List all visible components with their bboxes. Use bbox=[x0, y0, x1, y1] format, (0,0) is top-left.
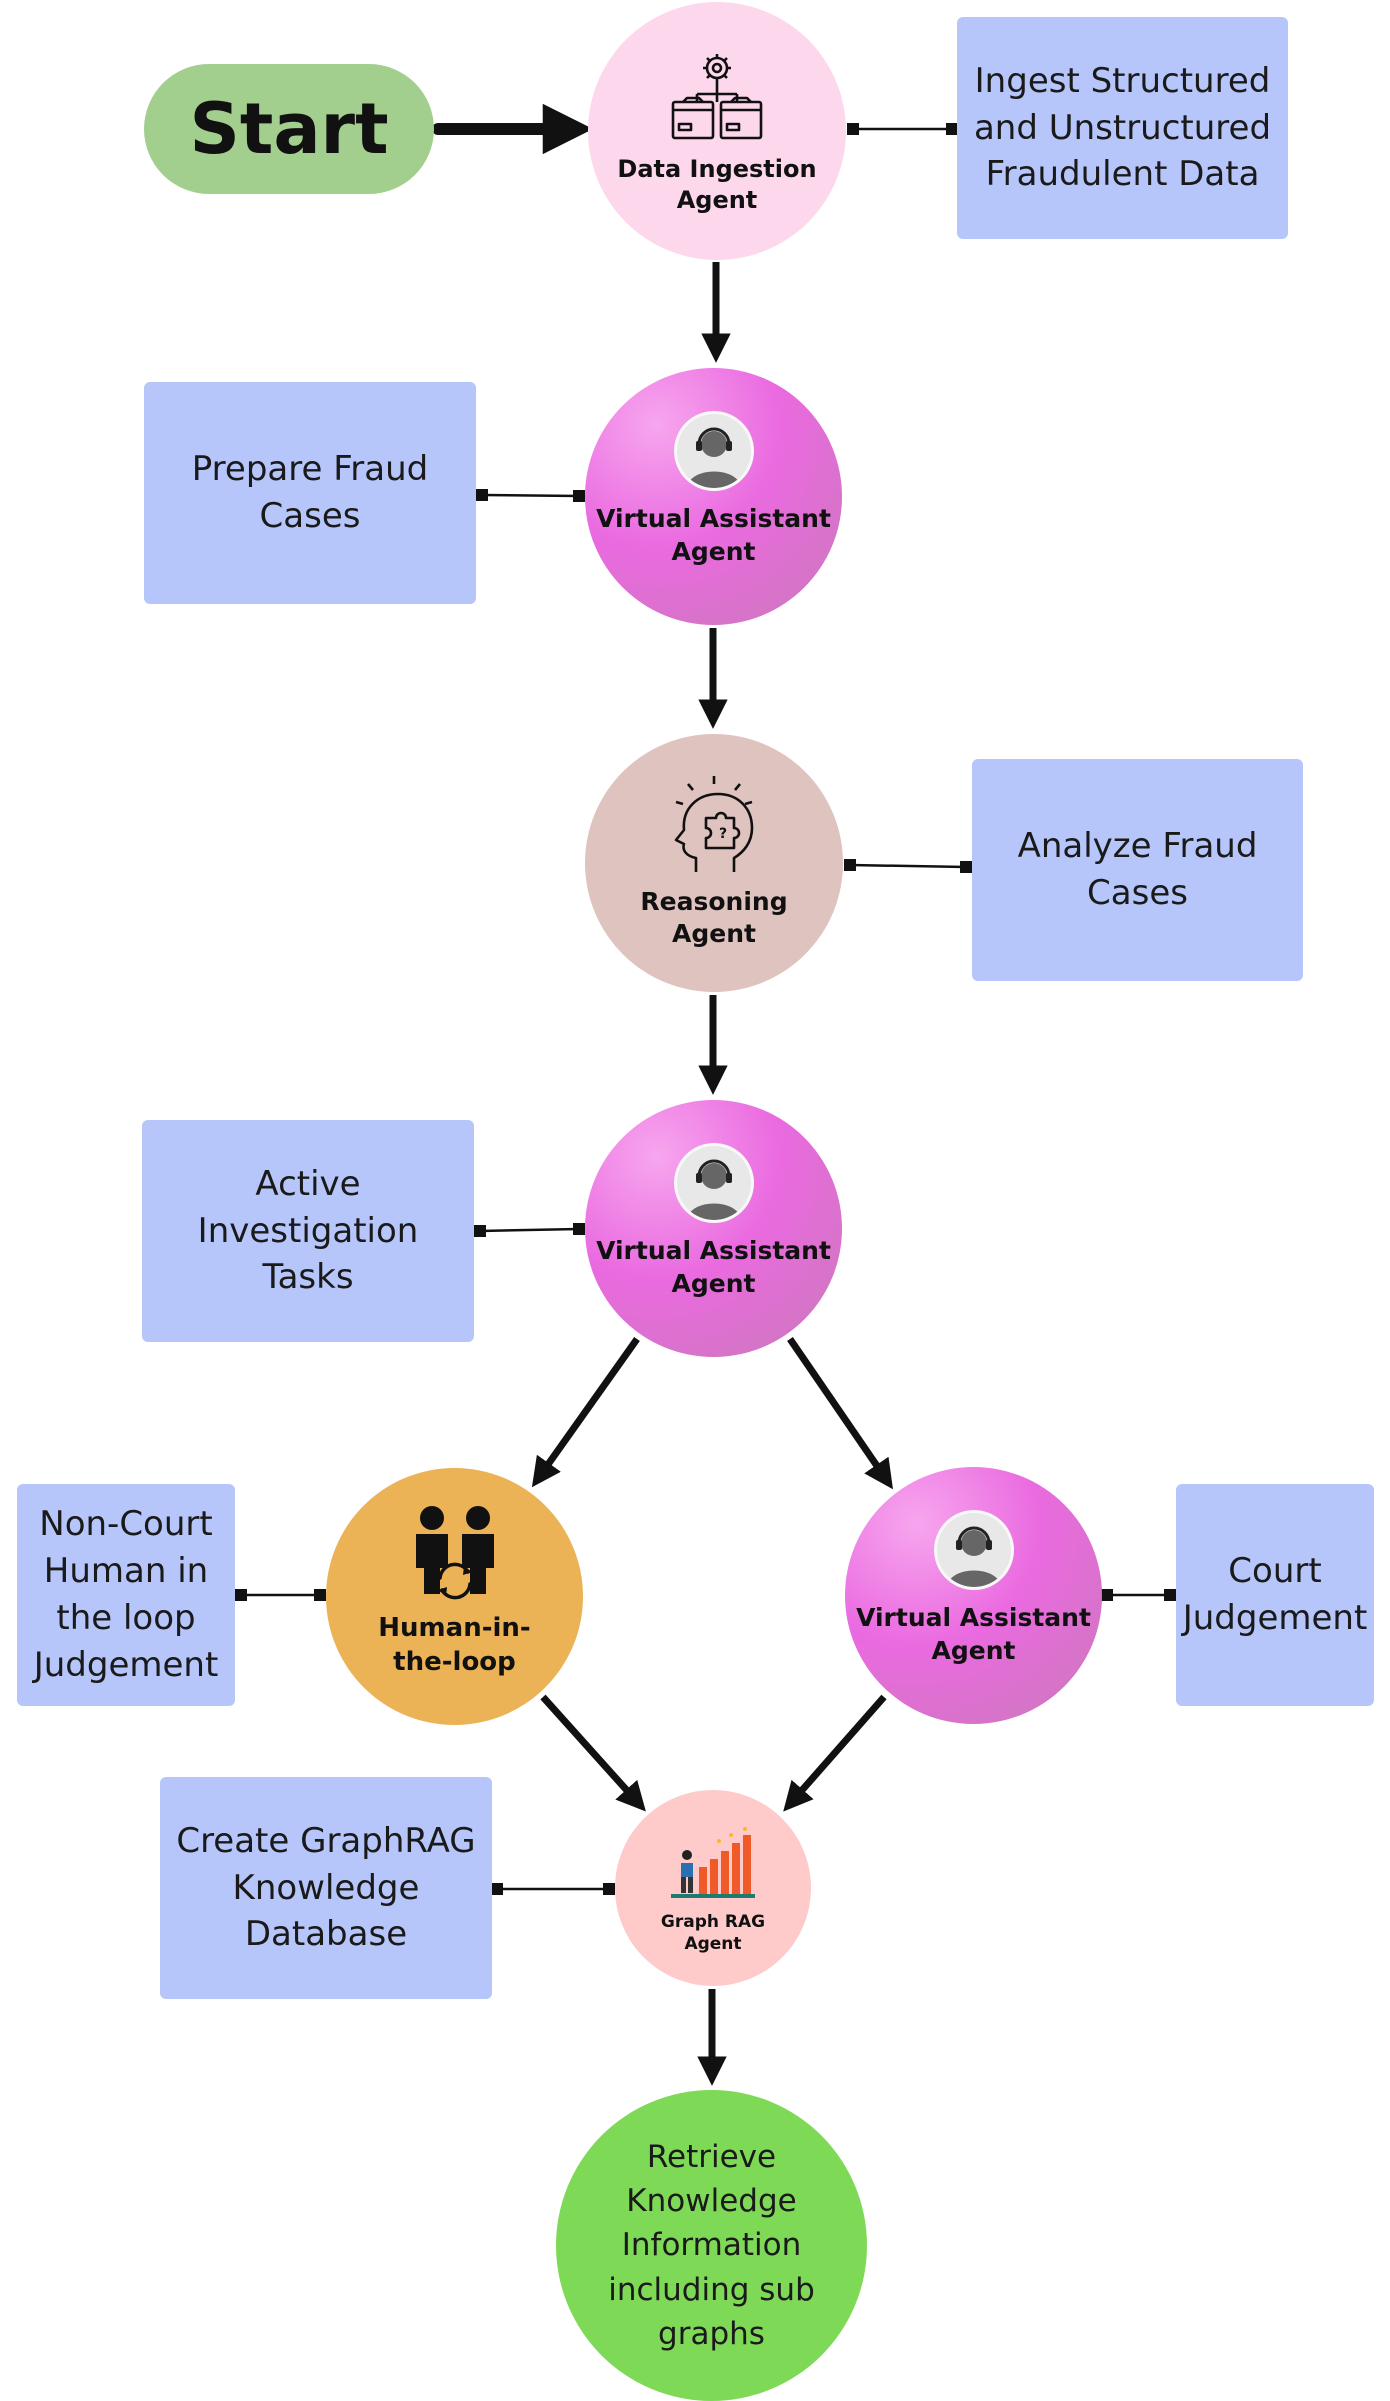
arrow-va2-to-human bbox=[531, 1336, 640, 1488]
task-box-ingest: Ingest Structured and Unstructured Fraud… bbox=[957, 17, 1288, 239]
end-line-3: Information bbox=[621, 2227, 802, 2264]
data-ingestion-label-1: Data Ingestion bbox=[617, 154, 817, 183]
end-line-5: graphs bbox=[658, 2315, 765, 2352]
non-court-line-1: Non-Court bbox=[39, 1504, 213, 1545]
task-box-active: Active Investigation Tasks bbox=[142, 1120, 474, 1342]
graph-rag-label-1: Graph RAG bbox=[660, 1911, 766, 1932]
people-sync-icon bbox=[415, 1505, 494, 1600]
task-box-prepare: Prepare Fraud Cases bbox=[144, 382, 476, 604]
graph-rag-label-2: Agent bbox=[684, 1934, 742, 1954]
start-label: Start bbox=[189, 88, 389, 170]
create-graph-line-2: Knowledge bbox=[232, 1867, 420, 1908]
support-agent-avatar-icon bbox=[673, 1143, 754, 1223]
bar-chart-person-icon bbox=[671, 1826, 755, 1898]
ingest-line-2: and Unstructured bbox=[973, 107, 1272, 148]
human-loop-label-2: the-loop bbox=[393, 1646, 516, 1677]
prepare-line-2: Cases bbox=[259, 496, 361, 536]
non-court-line-4: Judgement bbox=[33, 1644, 219, 1685]
va3-label-1: Virtual Assistant bbox=[856, 1603, 1091, 1632]
task-box-analyze: Analyze Fraud Cases bbox=[972, 759, 1303, 981]
analyze-line-1: Analyze Fraud bbox=[1017, 826, 1258, 867]
arrow-va2-to-va3 bbox=[787, 1337, 893, 1490]
ingest-line-1: Ingest Structured bbox=[974, 60, 1271, 101]
active-line-1: Active Investigation bbox=[197, 1163, 419, 1251]
retrieve-knowledge-node: Retrieve Knowledge Information including… bbox=[556, 2090, 867, 2401]
ingest-line-3: Fraudulent Data bbox=[985, 154, 1260, 195]
active-line-2: Tasks bbox=[262, 1257, 354, 1298]
va2-label-2: Agent bbox=[671, 1268, 756, 1298]
svg-text:?: ? bbox=[719, 826, 727, 842]
va1-label-2: Agent bbox=[671, 536, 756, 566]
non-court-line-3: the loop bbox=[56, 1598, 196, 1638]
end-line-2: Knowledge bbox=[626, 2183, 797, 2220]
reasoning-label-1: Reasoning bbox=[640, 886, 788, 916]
va2-label-1: Virtual Assistant bbox=[596, 1236, 831, 1265]
reasoning-agent-node: ? Reasoning Agent bbox=[585, 734, 843, 992]
prepare-line-1: Prepare Fraud bbox=[191, 449, 429, 490]
gear-network-icon bbox=[671, 53, 763, 140]
virtual-assistant-agent-node-1: Virtual Assistant Agent bbox=[585, 368, 842, 625]
task-box-court: Court Judgement bbox=[1176, 1484, 1374, 1706]
arrow-va3-to-graphrag bbox=[783, 1694, 887, 1812]
virtual-assistant-agent-node-3: Virtual Assistant Agent bbox=[845, 1467, 1102, 1724]
link-prepare-to-va1 bbox=[476, 489, 585, 502]
va1-label-1: Virtual Assistant bbox=[596, 504, 831, 533]
court-line-1: Court bbox=[1228, 1551, 1322, 1592]
graph-rag-agent-node: Graph RAG Agent bbox=[615, 1790, 811, 1986]
brain-puzzle-icon: ? bbox=[674, 775, 754, 872]
arrow-human-to-graphrag bbox=[540, 1694, 646, 1812]
human-loop-label-1: Human-in- bbox=[378, 1612, 531, 1643]
create-graph-line-1: Create GraphRAG bbox=[176, 1820, 476, 1861]
data-ingestion-agent-node: Data Ingestion Agent bbox=[588, 2, 846, 260]
non-court-line-2: Human in bbox=[43, 1551, 209, 1592]
end-line-1: Retrieve bbox=[646, 2139, 777, 2176]
support-agent-avatar-icon bbox=[933, 1510, 1014, 1590]
virtual-assistant-agent-node-2: Virtual Assistant Agent bbox=[585, 1100, 842, 1357]
start-node: Start bbox=[144, 64, 434, 194]
court-line-2: Judgement bbox=[1182, 1598, 1368, 1638]
task-box-create-graph: Create GraphRAG Knowledge Database bbox=[160, 1777, 492, 1999]
va3-label-2: Agent bbox=[931, 1635, 1016, 1665]
end-line-4: including sub bbox=[608, 2271, 815, 2308]
link-active-to-va2 bbox=[474, 1223, 585, 1237]
create-graph-line-3: Database bbox=[244, 1914, 408, 1955]
task-box-non-court: Non-Court Human in the loop Judgement bbox=[17, 1484, 235, 1706]
reasoning-label-2: Agent bbox=[672, 919, 756, 948]
human-in-the-loop-node: Human-in- the-loop bbox=[326, 1468, 583, 1725]
support-agent-avatar-icon bbox=[673, 411, 754, 491]
link-reasoning-to-analyze bbox=[844, 859, 972, 873]
analyze-line-2: Cases bbox=[1087, 873, 1188, 913]
data-ingestion-label-2: Agent bbox=[676, 186, 758, 214]
